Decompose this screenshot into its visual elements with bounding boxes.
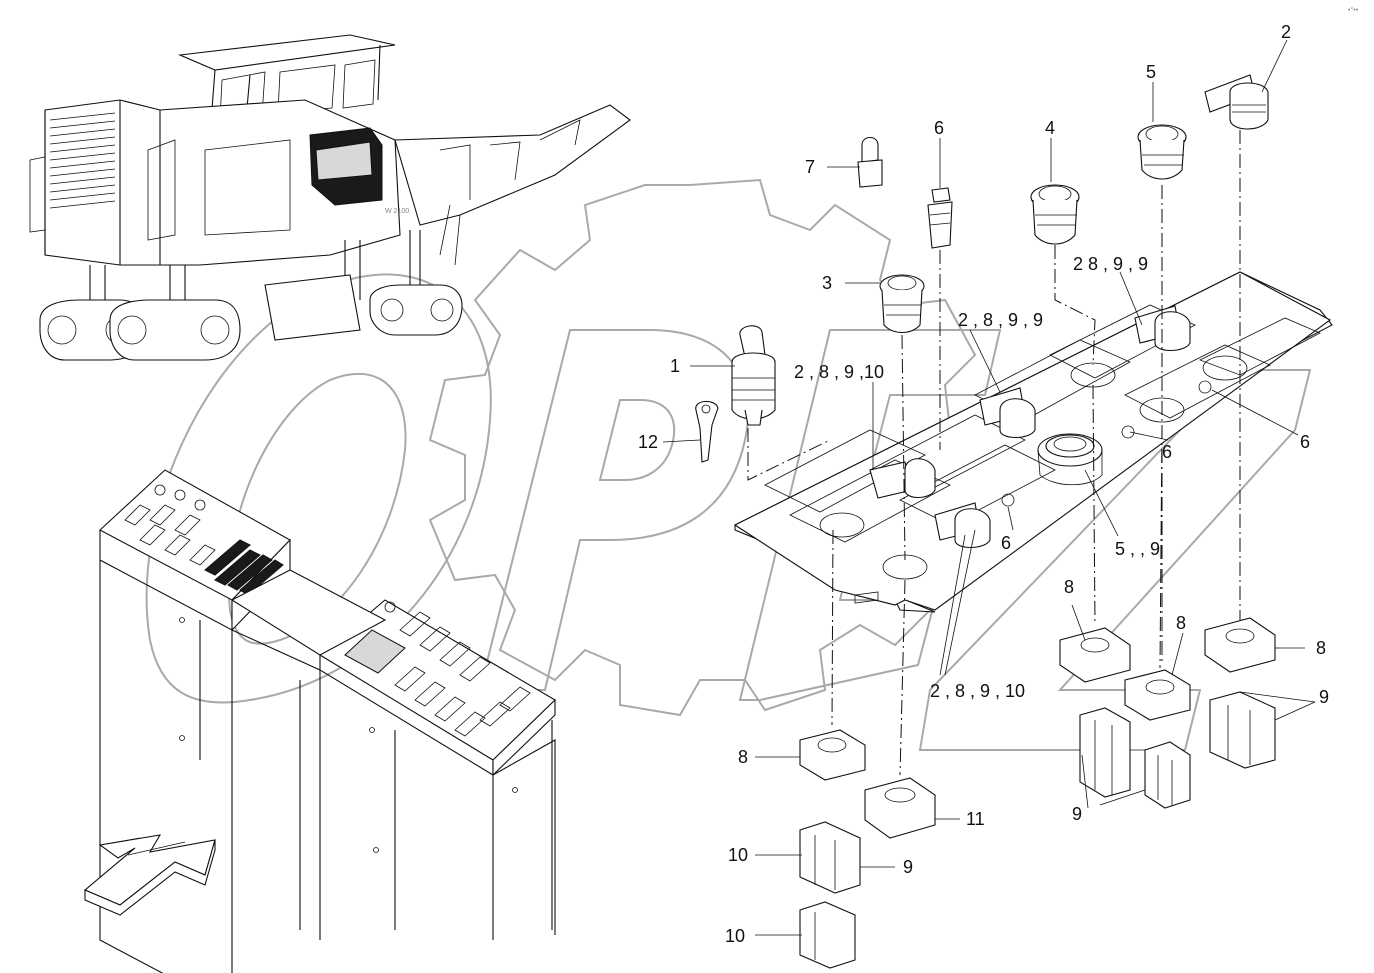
- callout-6-low: 6: [1001, 533, 1011, 553]
- callout-9-right: 9: [1319, 687, 1329, 707]
- callout-2-8-9-10-left: 2 , 8 , 9 ,10: [794, 362, 884, 382]
- callout-9-bottom: 9: [903, 857, 913, 877]
- callout-8-left: 8: [738, 747, 748, 767]
- callout-5-top: 5: [1146, 62, 1156, 82]
- callout-3: 3: [822, 273, 832, 293]
- callout-7: 7: [805, 157, 815, 177]
- callout-2-8-9-10-bottom: 2 , 8 , 9 , 10: [930, 681, 1025, 701]
- callout-10-a: 10: [728, 845, 748, 865]
- control-panel-plate: [733, 271, 1333, 613]
- callout-2-top: 2: [1281, 22, 1291, 42]
- callout-2-8-9-9-mid: 2 , 8 , 9 , 9: [958, 310, 1043, 330]
- callout-8-c: 8: [1316, 638, 1326, 658]
- view-direction-arrow-icon: [83, 834, 216, 916]
- callout-6-right: 6: [1300, 432, 1310, 452]
- callout-12: 12: [638, 432, 658, 452]
- svg-text:W 2100: W 2100: [385, 208, 409, 215]
- callout-labels: 2 5 4 6 7 3 2 8 , 9 , 9 2 , 8 , 9 , 9 1 …: [638, 22, 1329, 946]
- callout-4: 4: [1045, 118, 1055, 138]
- callout-1: 1: [670, 356, 680, 376]
- callout-11: 11: [966, 809, 985, 829]
- milling-machine-illustration: W 2100: [29, 34, 631, 361]
- control-cabinet-illustration: [99, 469, 556, 973]
- callout-8-a: 8: [1064, 577, 1074, 597]
- assembly-lines: [747, 130, 1241, 776]
- callout-9-mid: 9: [1072, 804, 1082, 824]
- callout-6-mid: 6: [1162, 442, 1172, 462]
- callout-8-b: 8: [1176, 613, 1186, 633]
- callout-10-b: 10: [725, 926, 745, 946]
- exploded-parts: [695, 74, 1276, 969]
- callout-5-9: 5 , , 9: [1115, 539, 1160, 559]
- corner-mark: •°••: [1348, 6, 1359, 14]
- leader-lines: [662, 39, 1316, 936]
- callout-6-top: 6: [934, 118, 944, 138]
- callout-2-8-9-9-top: 2 8 , 9 , 9: [1073, 254, 1148, 274]
